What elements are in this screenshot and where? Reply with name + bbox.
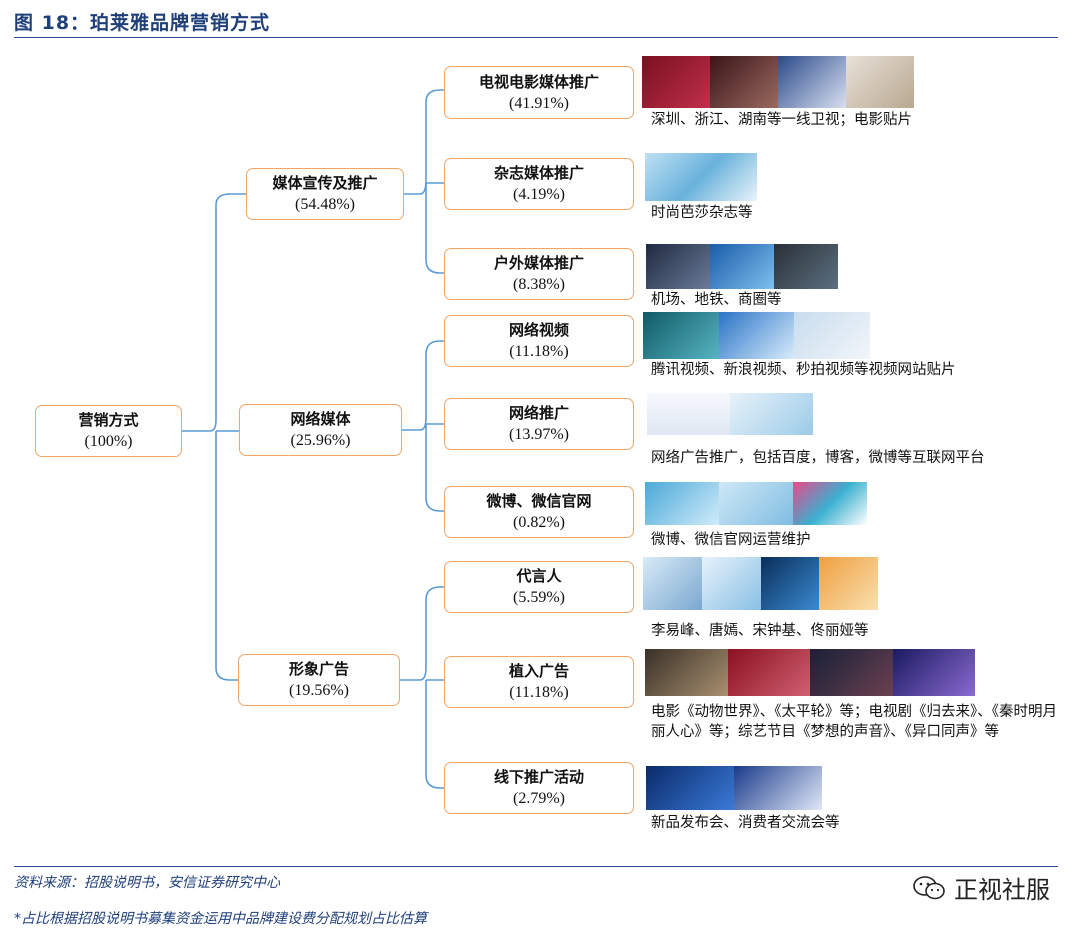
caption-tv-film: 深圳、浙江、湖南等一线卫视；电影贴片: [651, 110, 912, 130]
tv-film-photos: [642, 56, 914, 108]
node-online-media: 网络媒体 (25.96%): [239, 404, 402, 456]
footer-rule: [14, 866, 1058, 867]
outdoor-photos: [646, 244, 838, 289]
offline-photos: [646, 766, 822, 810]
node-label: 杂志媒体推广: [494, 162, 584, 184]
node-label: 植入广告: [509, 660, 569, 682]
caption-offline: 新品发布会、消费者交流会等: [651, 813, 840, 833]
caption-placement: 电影《动物世界》、《太平轮》等；电视剧《归去来》、《秦时明月丽人心》等；综艺节目…: [651, 702, 1071, 742]
node-pct: (11.18%): [509, 341, 568, 363]
node-weibo-wechat: 微博、微信官网 (0.82%): [444, 486, 634, 538]
online-promotion-photos: [647, 393, 813, 435]
node-online-promotion: 网络推广 (13.97%): [444, 398, 634, 450]
node-label: 网络媒体: [290, 408, 350, 430]
node-pct: (8.38%): [513, 274, 565, 296]
node-spokesperson: 代言人 (5.59%): [444, 561, 634, 613]
watermark-text: 正视社服: [954, 870, 1050, 905]
node-pct: (54.48%): [295, 194, 355, 216]
node-pct: (25.96%): [291, 430, 351, 452]
node-label: 网络视频: [509, 319, 569, 341]
node-label: 微博、微信官网: [486, 490, 591, 512]
caption-outdoor: 机场、地铁、商圈等: [651, 290, 782, 310]
node-label: 户外媒体推广: [494, 252, 584, 274]
node-label: 形象广告: [289, 658, 349, 680]
node-label: 线下推广活动: [494, 766, 584, 788]
caption-online-promotion: 网络广告推广，包括百度，博客，微博等互联网平台: [651, 448, 985, 468]
footnote: *占比根据招股说明书募集资金运用中品牌建设费分配规划占比估算: [14, 908, 427, 928]
caption-magazine: 时尚芭莎杂志等: [651, 203, 753, 223]
node-product-placement: 植入广告 (11.18%): [444, 656, 634, 708]
magazine-photo: [645, 153, 757, 201]
node-image-ads: 形象广告 (19.56%): [238, 654, 400, 706]
node-pct: (5.59%): [513, 587, 565, 609]
node-label: 电视电影媒体推广: [479, 71, 599, 93]
root-label: 营销方式: [78, 409, 138, 431]
node-magazine: 杂志媒体推广 (4.19%): [444, 158, 634, 210]
node-offline-events: 线下推广活动 (2.79%): [444, 762, 634, 814]
node-label: 网络推广: [509, 402, 569, 424]
wechat-icon: [912, 875, 946, 901]
node-pct: (41.91%): [509, 93, 569, 115]
caption-spokesperson: 李易峰、唐嫣、宋钟基、佟丽娅等: [651, 621, 869, 641]
node-label: 媒体宣传及推广: [272, 172, 377, 194]
node-outdoor: 户外媒体推广 (8.38%): [444, 248, 634, 300]
node-pct: (11.18%): [509, 682, 568, 704]
caption-weibo-wechat: 微博、微信官网运营维护: [651, 530, 811, 550]
caption-online-video: 腾讯视频、新浪视频、秒拍视频等视频网站贴片: [651, 360, 956, 380]
node-pct: (13.97%): [509, 424, 569, 446]
node-online-video: 网络视频 (11.18%): [444, 315, 634, 367]
weibo-wechat-photos: [645, 482, 867, 525]
placement-photos: [645, 649, 975, 696]
node-pct: (4.19%): [513, 184, 565, 206]
node-label: 代言人: [516, 565, 561, 587]
node-pct: (19.56%): [289, 680, 349, 702]
watermark: 正视社服: [912, 870, 1050, 905]
node-tv-film: 电视电影媒体推广 (41.91%): [444, 66, 634, 119]
node-pct: (0.82%): [513, 512, 565, 534]
root-pct: (100%): [85, 431, 133, 453]
node-pct: (2.79%): [513, 788, 565, 810]
node-media-promotion: 媒体宣传及推广 (54.48%): [246, 168, 404, 220]
online-video-photos: [643, 312, 870, 359]
root-node: 营销方式 (100%): [35, 405, 182, 457]
source-note: 资料来源：招股说明书，安信证券研究中心: [14, 872, 280, 892]
spokesperson-photos: [643, 557, 878, 610]
